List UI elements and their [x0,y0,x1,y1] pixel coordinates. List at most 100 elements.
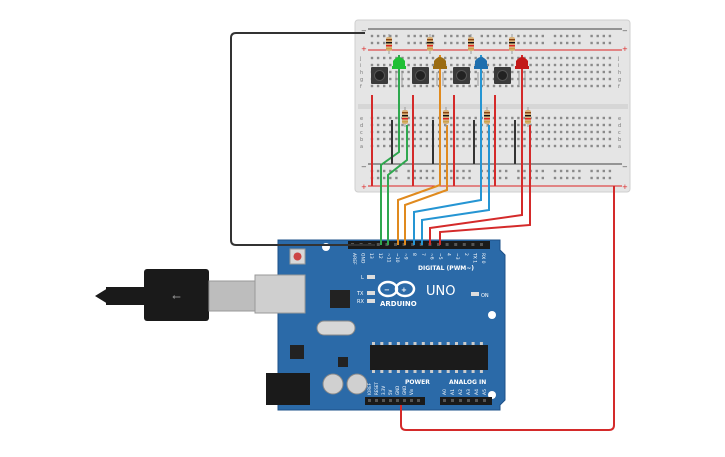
breadboard-hole [602,84,605,88]
resistor[interactable] [468,34,474,54]
rail-hole [444,169,447,173]
breadboard-hole [407,130,410,134]
rail-plus-label-top: + [361,45,367,53]
rail-hole [602,34,605,38]
digital-pin-label: ~10 [394,253,400,263]
led[interactable] [474,57,488,86]
analog-pin-label: A3 [466,389,472,395]
rail-hole [383,176,386,180]
rail-hole [395,169,398,173]
rail-hole [578,169,581,173]
digital-pin-label: ~3 [454,253,460,260]
breadboard-hole [517,123,520,127]
pushbutton[interactable] [494,67,511,84]
resistor[interactable] [484,107,490,127]
breadboard-hole [425,130,429,134]
breadboard-hole [419,123,422,127]
resistor[interactable] [443,107,449,127]
capacitor [346,373,368,395]
wire-orange-b[interactable] [404,125,448,245]
breadboard-hole [572,123,575,127]
rail-hole [413,41,416,45]
resistor[interactable] [402,107,408,127]
breadboard-hole [389,144,392,148]
rail-hole [541,41,544,45]
rail-hole [462,34,465,38]
chip-pin [455,342,458,345]
digital-pin-label: 2 [463,253,469,256]
rail-hole [498,34,502,38]
rx-led-label: RX [357,299,364,305]
rail-hole [468,34,471,38]
wire-green-a[interactable] [380,55,400,245]
resistor[interactable] [427,34,433,54]
breadboard-hole [578,130,581,134]
resistor[interactable] [509,34,515,54]
led[interactable] [392,57,406,86]
breadboard-hole [376,144,380,148]
chip-pin [471,342,475,345]
rail-plus-label-bottom-right: + [622,183,628,191]
rail-hole [590,169,593,173]
breadboard-hole [578,56,581,60]
rail-hole [370,41,374,45]
rail-hole [389,176,392,180]
breadboard-hole [511,123,514,127]
pushbutton[interactable] [371,67,388,84]
breadboard-hole [517,130,520,134]
resistor[interactable] [525,107,531,127]
breadboard-hole [566,56,569,60]
led[interactable] [433,57,447,86]
wire-red-5v[interactable] [400,186,615,431]
wire-orange-a[interactable] [397,55,441,245]
breadboard-hole [413,56,416,60]
breadboard-hole [383,56,386,60]
breadboard-hole [590,144,593,148]
breadboard-hole [529,84,532,88]
wire-red-a[interactable] [429,55,523,245]
rail-hole [596,34,599,38]
wire-blue-b[interactable] [421,125,490,245]
breadboard-hole [474,116,477,120]
breadboard-hole [498,130,502,134]
rail-hole [529,41,532,45]
breadboard-hole [535,63,538,67]
rail-hole [450,41,453,45]
rail-hole [431,34,435,38]
wire-red-b[interactable] [439,125,531,245]
breadboard-hole [553,63,557,67]
breadboard-hole [517,137,520,141]
breadboard-hole [474,123,477,127]
wire-black-ground[interactable] [230,32,375,246]
wire-green-b[interactable] [387,125,408,245]
header-pin [445,243,449,246]
breadboard-hole [407,70,410,74]
pushbutton[interactable] [453,67,470,84]
row-letter: e [360,116,363,122]
row-letter: g [360,77,363,83]
rail-hole [578,176,581,180]
breadboard-hole [444,130,447,134]
breadboard-hole [486,130,490,134]
usb-cable: ⭠ [95,269,256,321]
digital-pin-label: 8 [411,253,417,256]
row-letter: d [360,123,363,129]
resistor[interactable] [386,34,392,54]
breadboard-hole [608,116,612,120]
rail-hole [492,41,496,45]
rail-hole [590,176,593,180]
wire-blue-a[interactable] [413,55,482,245]
led[interactable] [515,57,529,86]
reset-button-cap[interactable] [293,252,302,261]
arduino-uno-board[interactable]: − + ARDUINO UNO DIGITAL (PWM~) POWER ANA… [254,239,506,411]
rail-hole [529,34,532,38]
row-letter: e [618,116,621,122]
breadboard-hole [596,70,599,74]
header-pin [462,243,466,246]
pushbutton[interactable] [412,67,429,84]
breadboard-hole [547,77,551,81]
rail-hole [535,34,538,38]
breadboard-hole [383,63,386,67]
breadboard-hole [389,116,392,120]
